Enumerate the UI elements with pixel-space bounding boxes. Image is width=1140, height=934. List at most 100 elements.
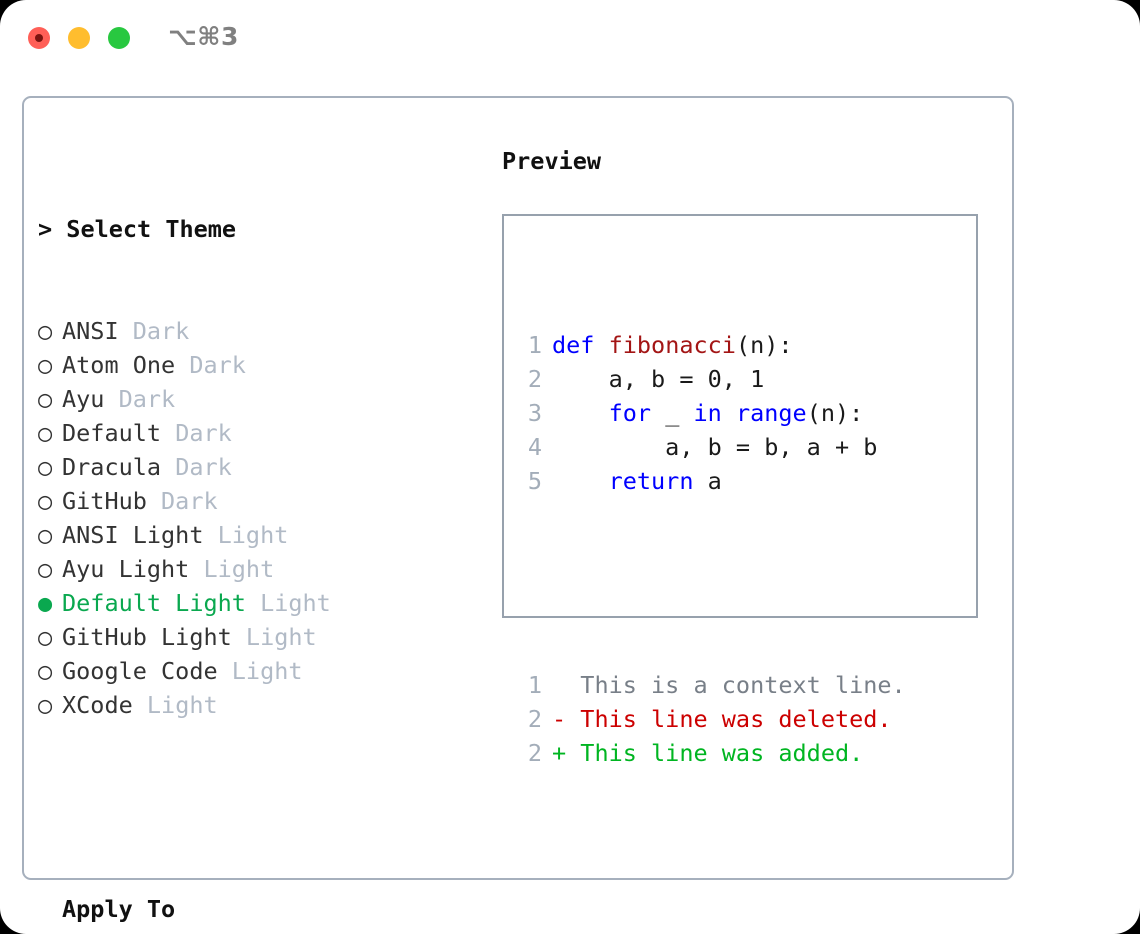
code-line-number: 5 bbox=[527, 467, 542, 495]
maximize-button[interactable] bbox=[108, 27, 130, 49]
code-token: _ bbox=[651, 399, 694, 427]
theme-option-badge: Dark bbox=[146, 487, 218, 515]
theme-option-badge: Dark bbox=[161, 419, 232, 447]
radio-unselected-icon: ○ bbox=[38, 385, 53, 413]
code-line-number: 2 bbox=[527, 365, 542, 393]
radio-unselected-icon: ○ bbox=[38, 691, 53, 719]
radio-unselected-icon: ○ bbox=[38, 623, 53, 651]
radio-selected-icon: ● bbox=[38, 589, 53, 617]
code-token bbox=[594, 331, 608, 359]
theme-option-google-code[interactable]: ○ Google Code Light bbox=[38, 654, 488, 688]
code-line: 5 return a bbox=[514, 464, 906, 498]
theme-option-ansi-light[interactable]: ○ ANSI Light Light bbox=[38, 518, 488, 552]
apply-to-header: Apply To bbox=[62, 895, 176, 923]
theme-option-label: Atom One bbox=[62, 351, 176, 379]
diff-line-number: 2 bbox=[527, 739, 542, 767]
main-panel: > Select Theme ○ANSI Dark○Atom One Dark○… bbox=[22, 96, 1014, 923]
theme-option-label: XCode bbox=[62, 691, 133, 719]
code-line-number: 1 bbox=[527, 331, 542, 359]
theme-option-github-light[interactable]: ○ GitHub Light Light bbox=[38, 620, 488, 654]
diff-line-text: This is a context line. bbox=[552, 671, 906, 699]
theme-option-label: Default Light bbox=[62, 589, 246, 617]
theme-option-ansi[interactable]: ○ANSI Dark bbox=[38, 314, 488, 348]
theme-option-atom-one[interactable]: ○ Atom One Dark bbox=[38, 348, 488, 382]
radio-unselected-icon: ○ bbox=[38, 317, 53, 345]
theme-option-badge: Light bbox=[231, 623, 317, 651]
radio-unselected-icon: ○ bbox=[38, 453, 53, 481]
code-token: for bbox=[608, 399, 652, 427]
radio-unselected-icon: ○ bbox=[38, 487, 53, 515]
preview-title: Preview bbox=[502, 147, 602, 175]
theme-option-label: Google Code bbox=[62, 657, 218, 685]
diff-line-ctx: 1 This is a context line. bbox=[514, 668, 906, 702]
close-button[interactable] bbox=[28, 27, 50, 49]
theme-option-ayu[interactable]: ○ Ayu Dark bbox=[38, 382, 488, 416]
code-line-number: 4 bbox=[527, 433, 542, 461]
theme-option-badge: Light bbox=[132, 691, 218, 719]
diff-line-del: 2 - This line was deleted. bbox=[514, 702, 906, 736]
code-diff-spacer bbox=[514, 566, 906, 600]
radio-unselected-icon: ○ bbox=[38, 419, 53, 447]
theme-option-badge: Dark bbox=[104, 385, 176, 413]
theme-option-badge: Light bbox=[217, 657, 303, 685]
theme-option-badge: Light bbox=[203, 521, 289, 549]
title-bar: ⌥⌘3 bbox=[0, 0, 1140, 78]
theme-option-github[interactable]: ○ GitHub Dark bbox=[38, 484, 488, 518]
theme-option-dracula[interactable]: ○ Dracula Dark bbox=[38, 450, 488, 484]
diff-line-number: 2 bbox=[527, 705, 542, 733]
theme-option-label: Default bbox=[62, 419, 162, 447]
diff-line-number: 1 bbox=[527, 671, 542, 699]
diff-line-text: - This line was deleted. bbox=[552, 705, 892, 733]
theme-list[interactable]: ○ ANSI Dark ○ Atom One Dark ○ Ayu Dark ○ Defaul… bbox=[38, 314, 488, 722]
code-token: a, b = 0, 1 bbox=[552, 365, 765, 393]
theme-option-badge: Dark bbox=[175, 351, 246, 379]
radio-unselected-icon: ○ bbox=[38, 351, 53, 379]
theme-option-label: GitHub Light bbox=[62, 623, 232, 651]
code-token bbox=[552, 399, 609, 427]
radio-unselected-icon: ○ bbox=[38, 521, 53, 549]
theme-option-label: Ayu Light bbox=[62, 555, 190, 583]
code-token: (n): bbox=[735, 331, 793, 359]
code-token: return bbox=[608, 467, 694, 495]
code-line: 3 for _ in range(n): bbox=[514, 396, 906, 430]
code-token: a bbox=[693, 467, 722, 495]
code-token: range bbox=[735, 399, 807, 427]
radio-unselected-icon: ○ bbox=[38, 555, 53, 583]
code-token: fibonacci bbox=[608, 331, 736, 359]
code-token: def bbox=[552, 331, 595, 359]
theme-option-default[interactable]: ○ Default Dark bbox=[38, 416, 488, 450]
code-token bbox=[552, 467, 609, 495]
list-spacer bbox=[38, 790, 488, 824]
theme-option-badge: Dark bbox=[161, 453, 232, 481]
theme-option-label: ANSI Light bbox=[62, 521, 204, 549]
code-token bbox=[722, 399, 736, 427]
diff-line-text: + This line was added. bbox=[552, 739, 864, 767]
code-line: 2 a, b = 0, 1 bbox=[514, 362, 906, 396]
minimize-button[interactable] bbox=[68, 27, 90, 49]
theme-option-default-light[interactable]: ● Default Light Light bbox=[38, 586, 488, 620]
code-line: 4 a, b = b, a + b bbox=[514, 430, 906, 464]
theme-option-badge: Light bbox=[245, 589, 331, 617]
theme-option-ayu-light[interactable]: ○ Ayu Light Light bbox=[38, 552, 488, 586]
select-theme-header: > Select Theme bbox=[38, 215, 237, 243]
window-title: ⌥⌘3 bbox=[168, 22, 239, 51]
theme-option-label: Dracula bbox=[62, 453, 162, 481]
theme-option-xcode[interactable]: ○ XCode Light bbox=[38, 688, 488, 722]
theme-selection-column: > Select Theme ○ANSI Dark○Atom One Dark○… bbox=[38, 144, 488, 934]
diff-block: 1 This is a context line. 2 - This line wa… bbox=[514, 668, 906, 770]
code-line-number: 3 bbox=[527, 399, 542, 427]
code-line: 1 def fibonacci(n): bbox=[514, 328, 906, 362]
code-token: a, b = b, a + b bbox=[552, 433, 878, 461]
theme-option-label: GitHub bbox=[62, 487, 147, 515]
theme-option-label: Ayu bbox=[62, 385, 105, 413]
code-token: (n): bbox=[806, 399, 864, 427]
theme-option-badge: Light bbox=[189, 555, 275, 583]
radio-unselected-icon: ○ bbox=[38, 657, 53, 685]
theme-option-label: ANSI bbox=[62, 317, 119, 345]
code-token: in bbox=[693, 399, 722, 427]
